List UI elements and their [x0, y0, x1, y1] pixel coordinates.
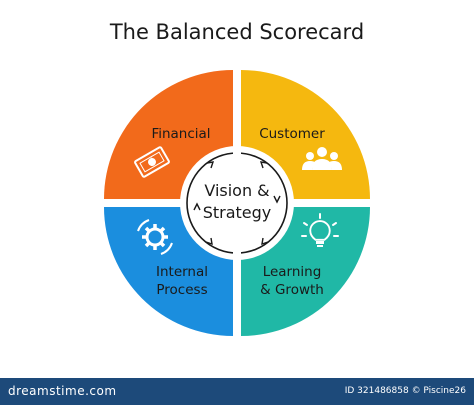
arrowhead	[205, 237, 213, 246]
stock-footer-bar: dreamstime.com ID 321486858 © Piscine26	[0, 378, 474, 405]
arrowhead	[273, 195, 281, 204]
arrowhead	[206, 161, 215, 169]
center-circle	[180, 146, 294, 260]
footer-credit: ID 321486858 © Piscine26	[344, 386, 466, 396]
gear-icon	[137, 219, 173, 255]
balanced-scorecard-diagram: d Vision & Strategy Financial Customer I…	[104, 70, 370, 336]
arrowhead	[261, 237, 269, 246]
arrowhead	[193, 202, 201, 211]
page-title: The Balanced Scorecard	[109, 20, 365, 44]
center-label-line1: Vision &	[204, 181, 269, 200]
label-financial: Financial	[151, 126, 210, 142]
lightbulb-icon	[301, 213, 339, 247]
cycle-arrows	[193, 161, 281, 246]
footer-brand: dreamstime.com	[8, 384, 117, 398]
label-internal: Internal	[156, 264, 208, 280]
center-label-line2: Strategy	[203, 203, 272, 222]
label-learning: Learning	[263, 264, 322, 280]
label-growth: & Growth	[260, 282, 324, 298]
label-process: Process	[156, 282, 207, 298]
arrowhead	[259, 161, 268, 169]
label-customer: Customer	[259, 126, 325, 142]
money-icon	[134, 146, 170, 178]
people-icon	[302, 147, 342, 170]
